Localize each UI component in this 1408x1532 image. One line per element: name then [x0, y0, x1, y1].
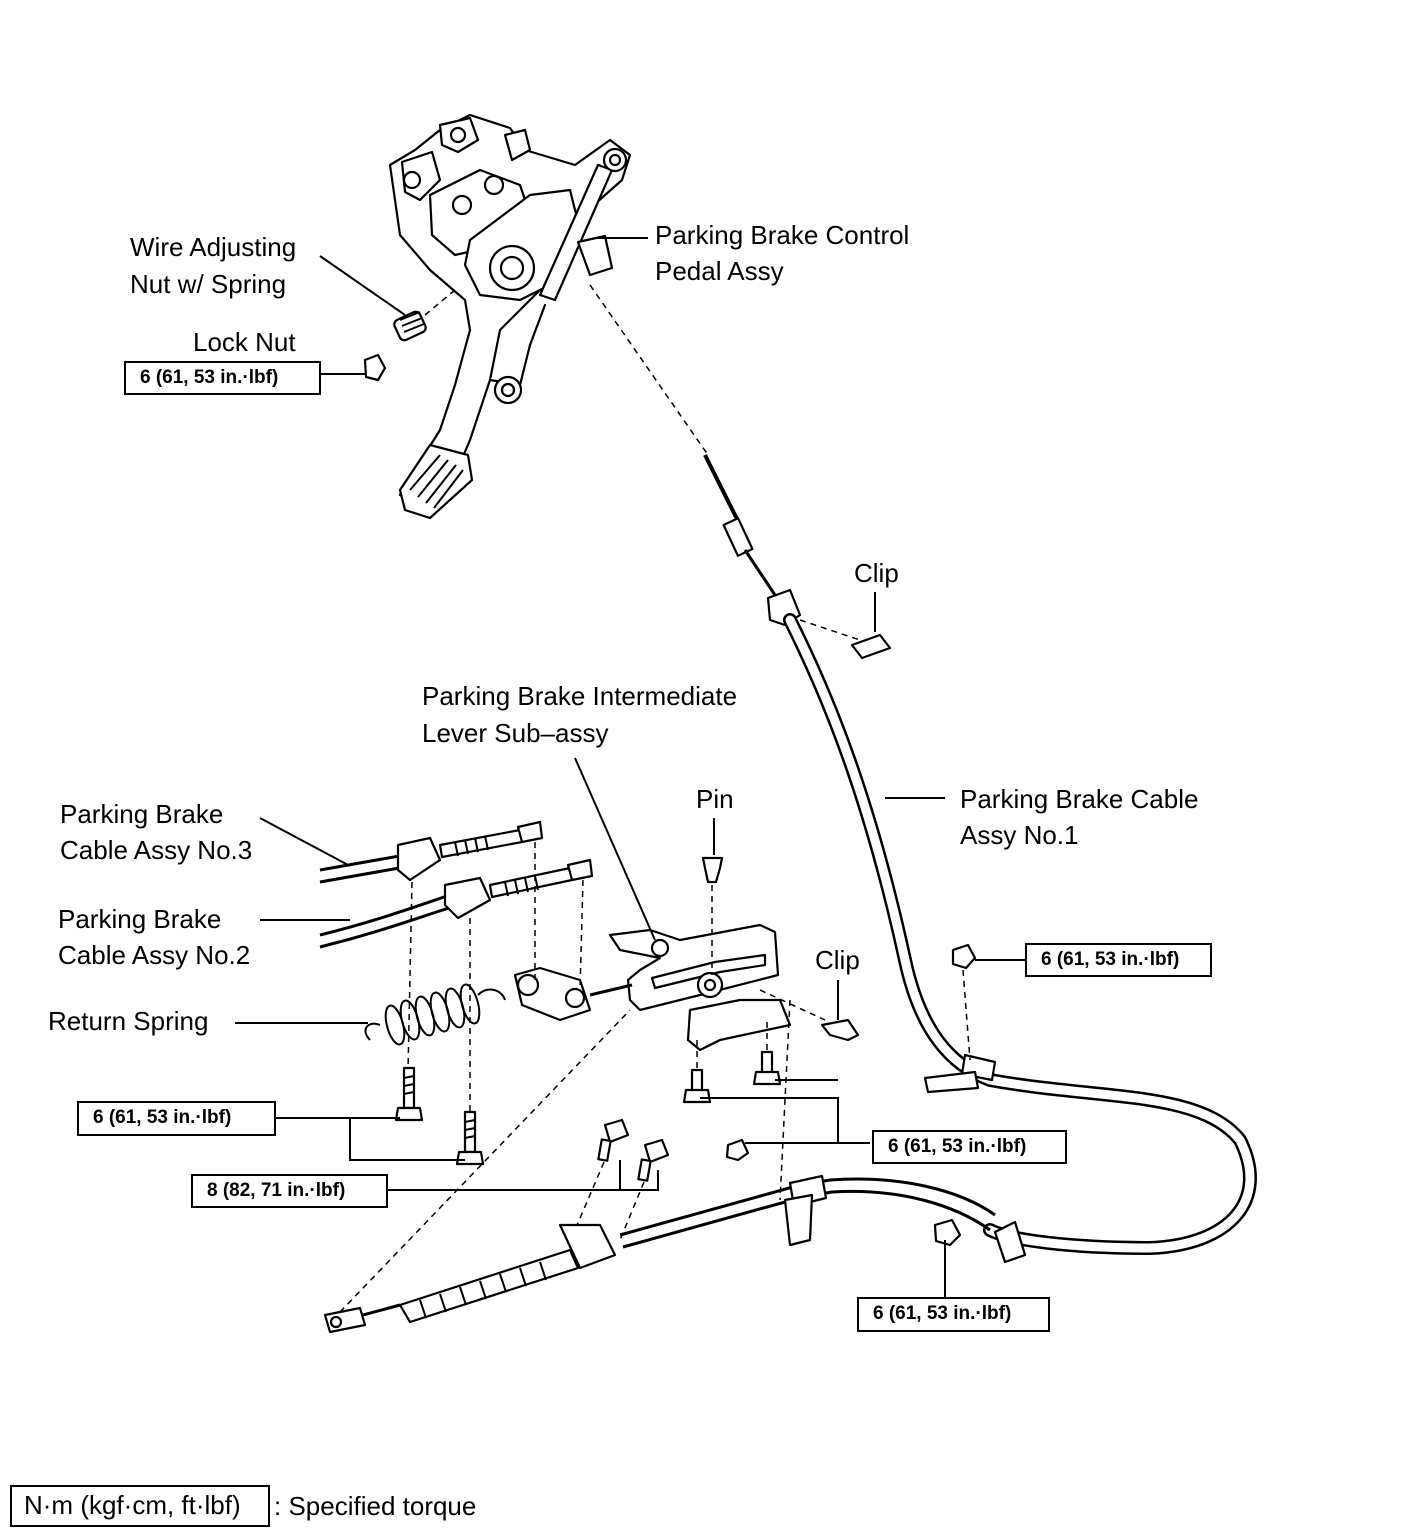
- parking-brake-pedal-assy: [388, 113, 632, 520]
- lock-nut: [363, 353, 387, 382]
- label-wire-adjusting-nut-line2: Nut w/ Spring: [130, 269, 287, 299]
- label-pedal-assy-line2: Pedal Assy: [655, 256, 784, 286]
- parking-brake-cable-no2: [319, 858, 594, 949]
- label-wire-adjusting-nut-line1: Wire Adjusting: [130, 232, 297, 262]
- wire-nut-dash: [424, 289, 456, 316]
- label-cable-no3-line1: Parking Brake: [60, 799, 224, 829]
- cable-no1-nut: [951, 943, 977, 970]
- clip-lower: [820, 1018, 860, 1042]
- torque-cable-no1-nut: 6 (61, 53 in.·lbf): [1025, 943, 1212, 977]
- label-cable-no1-line1: Parking Brake Cable: [960, 784, 1199, 814]
- label-clip-upper: Clip: [854, 558, 899, 588]
- rear-bolt-dash-1: [574, 1161, 605, 1231]
- label-lock-nut: Lock Nut: [193, 327, 296, 357]
- label-intermediate-lever-line1: Parking Brake Intermediate: [422, 681, 738, 711]
- label-pin: Pin: [696, 784, 734, 814]
- lower-cable-boot: [323, 1174, 996, 1334]
- cable-no1-nut-dash: [962, 969, 971, 1061]
- equalizer: [513, 966, 592, 1022]
- lever-bolt-2: [455, 1110, 485, 1166]
- torque-lower-nut: 6 (61, 53 in.·lbf): [857, 1297, 1050, 1332]
- lever-bolt: [394, 1066, 424, 1122]
- parking-brake-cable-no1: [589, 284, 1257, 1264]
- legend-unit-box: N·m (kgf·cm, ft·lbf): [10, 1485, 270, 1527]
- bracket-bolt-2: [752, 1050, 782, 1086]
- label-cable-no2-line1: Parking Brake: [58, 904, 222, 934]
- clip-upper: [850, 633, 892, 660]
- label-clip-lower: Clip: [815, 945, 860, 975]
- label-cable-no2-line2: Cable Assy No.2: [58, 940, 251, 970]
- return-spring: [364, 983, 506, 1046]
- leader-lines: [235, 237, 1025, 1300]
- cable-no3-dash-2: [407, 881, 413, 1071]
- lower-cable-dash: [339, 1009, 631, 1313]
- torque-lever-bolt: 6 (61, 53 in.·lbf): [77, 1101, 276, 1136]
- torque-lock-nut: 6 (61, 53 in.·lbf): [124, 361, 321, 395]
- small-nut: [725, 1138, 750, 1162]
- label-intermediate-lever-line2: Lever Sub–assy: [422, 718, 609, 748]
- wire-adjusting-nut: [393, 310, 427, 342]
- parking-brake-cable-no3: [319, 820, 544, 884]
- clip-upper-dash: [799, 619, 861, 641]
- rear-bolt-2: [637, 1138, 670, 1182]
- pin: [701, 856, 724, 884]
- torque-rear-bolts: 8 (82, 71 in.·lbf): [191, 1174, 388, 1208]
- label-return-spring: Return Spring: [48, 1006, 209, 1036]
- label-pedal-assy-line1: Parking Brake Control: [655, 220, 910, 250]
- label-cable-no1-line2: Assy No.1: [960, 820, 1079, 850]
- label-cable-no3-line2: Cable Assy No.3: [60, 835, 253, 865]
- intermediate-lever: [589, 923, 792, 1052]
- torque-bracket-bolts: 6 (61, 53 in.·lbf): [872, 1130, 1067, 1164]
- clip-lower-dash: [759, 989, 826, 1021]
- lower-nut: [933, 1218, 962, 1247]
- lower-cable-dash-2: [779, 999, 791, 1201]
- rear-bolt-1: [597, 1118, 630, 1162]
- cable-no2-dash-1: [579, 879, 584, 991]
- legend-description: : Specified torque: [274, 1491, 477, 1521]
